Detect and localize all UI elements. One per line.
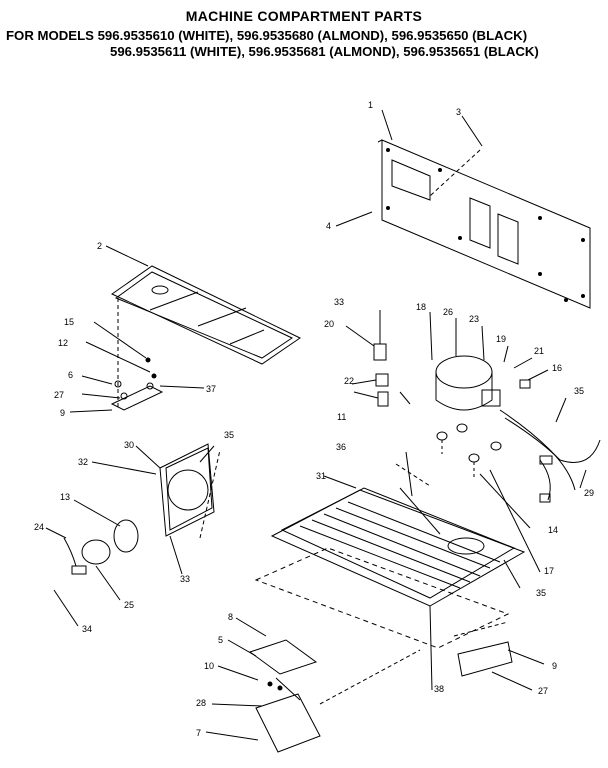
- callout-22: 22: [344, 376, 354, 386]
- callout-28: 28: [196, 698, 206, 708]
- lower-bracket-part: [205, 617, 421, 753]
- callout-17: 17: [544, 566, 554, 576]
- callout-25: 25: [124, 600, 134, 610]
- callout-27: 27: [538, 686, 548, 696]
- callout-6: 6: [68, 370, 73, 380]
- callout-24: 24: [34, 522, 44, 532]
- callout-33: 33: [180, 574, 190, 584]
- callout-38: 38: [434, 684, 444, 694]
- base-tray-part: [254, 451, 541, 691]
- callout-32: 32: [78, 457, 88, 467]
- callout-21: 21: [534, 346, 544, 356]
- callout-16: 16: [552, 363, 562, 373]
- callout-12: 12: [58, 338, 68, 348]
- fan-shroud-part: [91, 443, 221, 575]
- callout-29: 29: [584, 488, 594, 498]
- callout-26: 26: [443, 307, 453, 317]
- fan-motor-part: [45, 499, 139, 627]
- callout-8: 8: [228, 612, 233, 622]
- callout-31: 31: [316, 471, 326, 481]
- callout-23: 23: [469, 314, 479, 324]
- callout-36: 36: [336, 442, 346, 452]
- callout-35: 35: [536, 588, 546, 598]
- callout-11: 11: [337, 412, 346, 422]
- rear-panel-part: [335, 109, 591, 309]
- callout-33: 33: [334, 297, 344, 307]
- wiring-harness-part: [499, 397, 601, 503]
- callout-15: 15: [64, 317, 74, 327]
- callout-20: 20: [324, 319, 334, 329]
- callout-2: 2: [97, 241, 102, 251]
- cover-plate-part: [105, 245, 301, 410]
- callout-18: 18: [416, 302, 426, 312]
- callout-9: 9: [60, 408, 65, 418]
- callout-37: 37: [206, 384, 216, 394]
- callout-35: 35: [574, 386, 584, 396]
- callout-3: 3: [456, 107, 461, 117]
- callout-35: 35: [224, 430, 234, 440]
- diagram-title: MACHINE COMPARTMENT PARTS: [185, 8, 423, 24]
- callout-labels: 1 3 4 2 33 18 26 23 19 21 16 35 20 15 12…: [34, 100, 594, 738]
- compressor-part: [429, 311, 549, 480]
- callout-10: 10: [204, 661, 214, 671]
- models-line-1: FOR MODELS 596.9535610 (WHITE), 596.9535…: [6, 28, 528, 43]
- models-line-2: 596.9535611 (WHITE), 596.9535681 (ALMOND…: [110, 44, 539, 59]
- callout-1: 1: [368, 100, 373, 110]
- callout-5: 5: [218, 635, 223, 645]
- callout-27: 27: [54, 390, 64, 400]
- callout-34: 34: [82, 624, 92, 634]
- callout-30: 30: [124, 440, 134, 450]
- callout-19: 19: [496, 334, 506, 344]
- callout-13: 13: [60, 492, 70, 502]
- left-bracket-part: [69, 321, 205, 413]
- callout-4: 4: [326, 221, 331, 231]
- callout-7: 7: [196, 728, 201, 738]
- relay-bracket-part: [345, 310, 411, 407]
- callout-9: 9: [552, 661, 557, 671]
- callout-14: 14: [548, 525, 558, 535]
- right-bracket-part: [453, 621, 545, 691]
